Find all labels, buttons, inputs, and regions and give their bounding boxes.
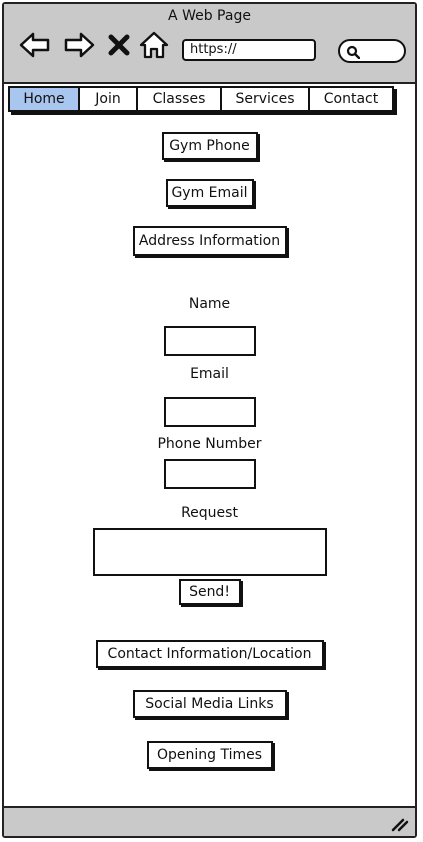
request-textarea[interactable] (92, 528, 327, 576)
name-label: Name (188, 296, 231, 312)
phone-number-field[interactable] (163, 459, 256, 489)
social-media-links-button[interactable]: Social Media Links (132, 690, 287, 718)
home-icon[interactable] (138, 30, 170, 60)
gym-phone-button[interactable]: Gym Phone (161, 132, 258, 160)
tab-classes[interactable]: Classes (138, 88, 222, 110)
opening-times-button[interactable]: Opening Times (146, 741, 273, 769)
address-information-button[interactable]: Address Information (132, 226, 287, 256)
url-field[interactable]: https:// (182, 39, 316, 61)
close-icon[interactable] (106, 30, 132, 60)
name-field[interactable] (163, 326, 256, 356)
contact-location-button[interactable]: Contact Information/Location (95, 640, 324, 668)
browser-window: A Web Page https:// Home Join Classes Se (2, 2, 417, 838)
request-label: Request (181, 505, 238, 521)
tab-contact[interactable]: Contact (323, 91, 379, 107)
search-field[interactable] (338, 39, 406, 63)
browser-chrome: A Web Page https:// (4, 4, 415, 84)
tab-services[interactable]: Services (222, 88, 310, 110)
nav-tabs: Home Join Classes Services Contact (8, 86, 394, 112)
tab-home[interactable]: Home (10, 88, 80, 110)
forward-arrow-icon[interactable] (62, 30, 96, 60)
status-bar (4, 806, 415, 836)
back-arrow-icon[interactable] (18, 30, 52, 60)
gym-email-button[interactable]: Gym Email (165, 179, 254, 207)
send-button[interactable]: Send! (178, 579, 241, 605)
phone-number-label: Phone Number (157, 436, 262, 452)
email-field[interactable] (163, 397, 256, 427)
resize-grip-icon[interactable] (389, 816, 409, 832)
window-title: A Web Page (168, 8, 251, 24)
search-icon (346, 45, 360, 59)
tab-join[interactable]: Join (80, 88, 138, 110)
email-label: Email (190, 366, 229, 382)
